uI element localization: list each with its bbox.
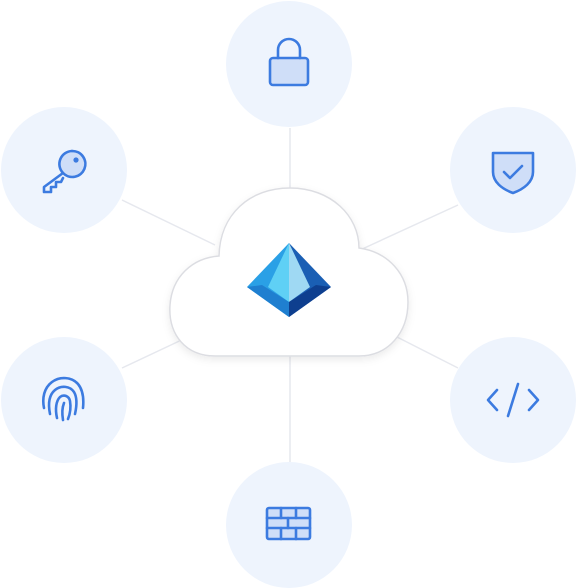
fingerprint-icon (41, 376, 85, 422)
node-code (450, 337, 576, 463)
node-shield (450, 107, 576, 233)
connectors (121, 128, 459, 462)
connector-fingerprint (121, 335, 191, 369)
code-brackets-icon (486, 382, 540, 418)
shield-check-icon (491, 151, 535, 195)
entra-id-pyramid-logo (247, 243, 331, 317)
node-firewall (226, 462, 352, 588)
connector-code (394, 335, 459, 369)
node-fingerprint (1, 337, 127, 463)
connector-shield (359, 204, 459, 251)
key-icon (42, 149, 87, 194)
lock-icon (268, 37, 310, 87)
node-lock (226, 1, 352, 127)
brick-wall-icon (265, 506, 312, 541)
connector-key (121, 199, 216, 246)
node-key (1, 107, 127, 233)
center-cloud (169, 187, 409, 357)
